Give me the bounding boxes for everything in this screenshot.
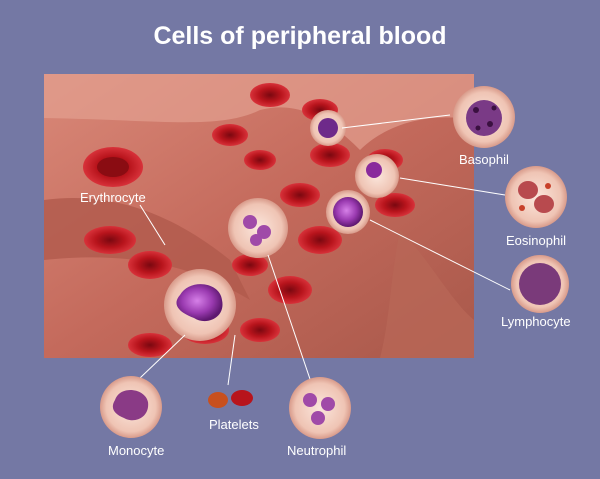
basophil-figure xyxy=(453,86,515,148)
label-erythrocyte: Erythrocyte xyxy=(80,190,146,205)
neutrophil-cell xyxy=(289,377,351,439)
basophil-granule xyxy=(473,107,479,113)
leader-line-erythrocyte xyxy=(139,204,166,246)
label-lymphocyte: Lymphocyte xyxy=(501,314,571,329)
basophil-nucleus xyxy=(466,100,502,136)
lymphocyte-nucleus xyxy=(519,263,561,305)
red-blood-cell xyxy=(240,318,280,342)
monocyte-figure xyxy=(100,376,162,438)
vessel-wall-top xyxy=(44,74,474,150)
red-blood-cell xyxy=(128,251,172,279)
red-blood-cell xyxy=(212,124,248,146)
diagram-title: Cells of peripheral blood xyxy=(153,22,447,50)
lymphocyte-figure xyxy=(511,255,569,313)
red-blood-cell xyxy=(375,193,415,217)
label-platelets: Platelets xyxy=(209,417,259,432)
label-monocyte: Monocyte xyxy=(108,443,165,458)
vessel-neutrophil-lobe xyxy=(243,215,257,229)
erythrocyte-figure xyxy=(83,147,143,187)
leader-line-eosinophil xyxy=(399,177,506,196)
eosinophil-granule xyxy=(545,183,551,189)
neutrophil-figure xyxy=(289,377,351,439)
vessel-white-cells xyxy=(164,110,399,341)
vessel-wall-right xyxy=(380,230,474,358)
leader-line-basophil xyxy=(341,114,451,129)
red-blood-cell xyxy=(232,254,268,276)
red-blood-cell xyxy=(84,226,136,254)
neutrophil-lobe xyxy=(303,393,317,407)
leader-line-monocyte xyxy=(139,334,186,379)
platelet xyxy=(231,390,253,406)
neutrophil-lobe xyxy=(311,411,325,425)
eosinophil-cell xyxy=(505,166,567,228)
label-basophil: Basophil xyxy=(459,152,509,167)
platelets-figure xyxy=(208,390,253,408)
vessel-lymphocyte-nucleus xyxy=(333,197,363,227)
vessel-neutrophil-lobe xyxy=(257,225,271,239)
red-blood-cell xyxy=(268,276,312,304)
neutrophil-lobe xyxy=(321,397,335,411)
leader-line-platelets xyxy=(227,334,236,386)
vessel-neutrophil xyxy=(228,198,288,258)
monocyte-nucleus xyxy=(112,390,149,421)
red-blood-cell xyxy=(298,226,342,254)
basophil-granule xyxy=(491,105,497,111)
red-blood-cell xyxy=(280,183,320,207)
red-blood-cell xyxy=(244,150,276,170)
eosinophil-figure xyxy=(505,166,567,228)
eosinophil-lobe xyxy=(534,195,554,213)
basophil-granule xyxy=(475,125,481,131)
leader-line-lymphocyte xyxy=(369,219,511,291)
basophil-granule xyxy=(487,121,493,127)
red-blood-cell xyxy=(128,333,172,357)
eosinophil-lobe xyxy=(518,181,538,199)
vessel-eosinophil-nucleus xyxy=(366,162,382,178)
label-neutrophil: Neutrophil xyxy=(287,443,347,458)
erythrocyte-dimple xyxy=(97,157,129,177)
leader-line-neutrophil xyxy=(267,254,313,386)
vessel-neutrophil-lobe xyxy=(250,234,262,246)
red-blood-cell xyxy=(250,83,290,107)
red-blood-cell xyxy=(310,143,350,167)
vessel-basophil-nucleus xyxy=(318,118,338,138)
label-eosinophil: Eosinophil xyxy=(506,233,566,248)
leader-lines xyxy=(139,114,511,386)
platelet xyxy=(208,392,228,408)
eosinophil-granule xyxy=(519,205,525,211)
vessel-monocyte-nucleus xyxy=(176,284,223,322)
